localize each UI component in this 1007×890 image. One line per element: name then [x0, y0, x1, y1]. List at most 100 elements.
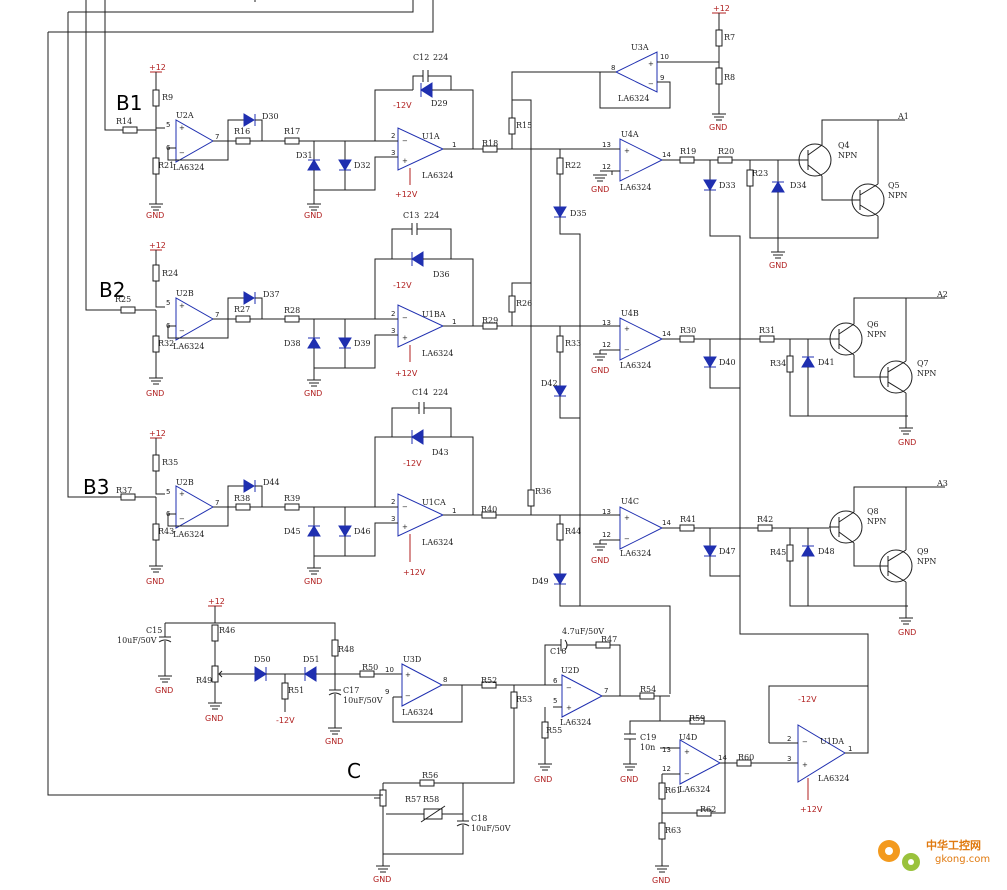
type-q8: NPN — [867, 517, 886, 526]
label-r7: R7 — [724, 33, 735, 42]
label-u1da-part: LA6324 — [818, 774, 849, 783]
resistor-r31 — [759, 335, 775, 343]
label-r24: R24 — [162, 269, 178, 278]
label-c12: C12 — [413, 53, 429, 62]
gnd-label-r2b: GND — [304, 389, 322, 398]
resistor-r28 — [284, 315, 300, 323]
opamp-u2d — [561, 674, 604, 718]
svg-text:5: 5 — [553, 697, 557, 705]
svg-text:2: 2 — [787, 735, 791, 743]
opamp-u4b — [619, 317, 664, 361]
label-u2b-row2: U2B — [176, 289, 194, 298]
label-d38: D38 — [284, 339, 301, 348]
label-r36: R36 — [535, 487, 551, 496]
svg-text:1: 1 — [452, 507, 456, 515]
svg-text:13: 13 — [602, 319, 611, 327]
resistor-r22 — [556, 157, 564, 175]
label-d45: D45 — [284, 527, 301, 536]
label-d37: D37 — [263, 290, 280, 299]
label-r18: R18 — [482, 139, 498, 148]
label-d32: D32 — [354, 161, 371, 170]
svg-text:10: 10 — [385, 666, 394, 674]
svg-text:−: − — [402, 314, 408, 322]
potentiometer-r57-adj — [379, 789, 387, 807]
gnd-label-r49: GND — [205, 714, 223, 723]
svg-text:7: 7 — [604, 687, 608, 695]
value-c13: 224 — [424, 211, 439, 220]
diode-d33 — [703, 179, 717, 191]
svg-text:5: 5 — [166, 299, 170, 307]
resistor-r8 — [715, 67, 723, 85]
opamp-u3d — [401, 663, 444, 707]
label-r32: R32 — [158, 339, 174, 348]
resistor-r30 — [679, 335, 695, 343]
label-r47: R47 — [601, 635, 617, 644]
svg-text:9: 9 — [385, 688, 389, 696]
svg-text:2: 2 — [391, 310, 395, 318]
label-u4c-part: LA6324 — [620, 549, 651, 558]
label-d30: D30 — [262, 112, 279, 121]
label-u4b: U4B — [621, 309, 639, 318]
resistor-r38 — [235, 503, 251, 511]
label-u1a-part: LA6324 — [422, 171, 453, 180]
label-r28: R28 — [284, 306, 300, 315]
label-r57: R57 — [405, 795, 421, 804]
diode-d39 — [338, 337, 352, 349]
svg-text:9: 9 — [660, 74, 664, 82]
input-label-b3: B3 — [83, 475, 109, 499]
svg-text:7: 7 — [215, 499, 219, 507]
label-r25: R25 — [115, 295, 131, 304]
svg-text:−: − — [624, 535, 630, 543]
output-a2: A2 — [936, 290, 948, 299]
label-c17: C17 — [343, 686, 359, 695]
watermark-url: gkong.com — [935, 854, 990, 865]
resistor-r44 — [556, 523, 564, 541]
label-q8: Q8 — [867, 507, 879, 516]
label-r33: R33 — [565, 339, 581, 348]
svg-text:+: + — [405, 671, 411, 679]
svg-text:7: 7 — [215, 133, 219, 141]
label-u3a-part: LA6324 — [618, 94, 649, 103]
input-label-b1: B1 — [116, 91, 142, 115]
label-r56: R56 — [422, 771, 438, 780]
input-label-b2: B2 — [99, 278, 125, 302]
label-d34: D34 — [790, 181, 807, 190]
label-u2d-part: LA6324 — [560, 718, 591, 727]
type-q6: NPN — [867, 330, 886, 339]
svg-text:14: 14 — [662, 330, 671, 338]
label-r22: R22 — [565, 161, 581, 170]
type-q7: NPN — [917, 369, 936, 378]
svg-text:5: 5 — [166, 488, 170, 496]
diode-d42 — [553, 385, 567, 397]
opamp-u4d — [679, 739, 722, 785]
rail-pos12-r3: +12 — [149, 429, 166, 438]
gnd-label-r55: GND — [534, 775, 552, 784]
resistor-r25 — [120, 306, 136, 314]
output-a3: A3 — [936, 479, 948, 488]
svg-text:14: 14 — [662, 519, 671, 527]
rail-pos12v-u1da: +12V — [800, 805, 823, 814]
label-u3d-part: LA6324 — [402, 708, 433, 717]
svg-text:10: 10 — [660, 53, 669, 61]
resistor-r9 — [152, 89, 160, 107]
rail-pos12-r1: +12 — [149, 63, 166, 72]
output-a1: A1 — [897, 112, 909, 121]
label-r30: R30 — [680, 326, 696, 335]
watermark-logo — [878, 840, 920, 871]
label-d41: D41 — [818, 358, 835, 367]
opamp-u1da — [797, 724, 846, 783]
gnd-label-c19: GND — [620, 775, 638, 784]
resistor-r7 — [715, 29, 723, 47]
gnd-label-r3a: GND — [146, 577, 164, 586]
opamp-u1ca — [397, 493, 445, 537]
svg-text:1: 1 — [452, 318, 456, 326]
svg-text:8: 8 — [443, 676, 447, 684]
rail-neg12v-u1ba: -12V — [393, 281, 412, 290]
resistor-r36 — [527, 489, 535, 507]
label-r52: R52 — [481, 676, 497, 685]
svg-text:+: + — [802, 761, 808, 769]
type-q5: NPN — [888, 191, 907, 200]
gnd-label-r1b: GND — [304, 211, 322, 220]
gnd-label-u4c: GND — [591, 556, 609, 565]
diode-d46 — [338, 525, 352, 537]
